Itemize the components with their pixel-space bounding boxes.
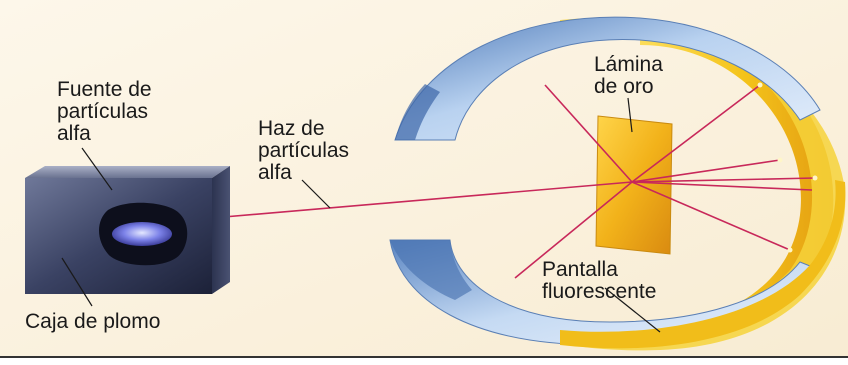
lead-box xyxy=(25,166,230,294)
radioactive-source-capsule xyxy=(112,222,172,246)
gold-foil xyxy=(596,116,672,254)
label-source-1: Fuente de xyxy=(57,78,152,101)
label-screen-2: fluorescente xyxy=(542,280,656,303)
label-lead-box: Caja de plomo xyxy=(25,310,160,333)
label-beam-3: alfa xyxy=(258,161,292,184)
label-source-3: alfa xyxy=(57,122,91,145)
label-screen-1: Pantalla xyxy=(542,258,618,281)
label-beam-2: partículas xyxy=(258,139,349,162)
label-foil-1: Lámina xyxy=(594,53,663,76)
label-source-2: partículas xyxy=(57,100,148,123)
label-foil-2: de oro xyxy=(594,75,654,98)
bottom-margin xyxy=(0,358,848,365)
label-beam-1: Haz de xyxy=(258,117,325,140)
lead-box-side xyxy=(212,166,230,294)
lead-box-top xyxy=(25,166,230,178)
